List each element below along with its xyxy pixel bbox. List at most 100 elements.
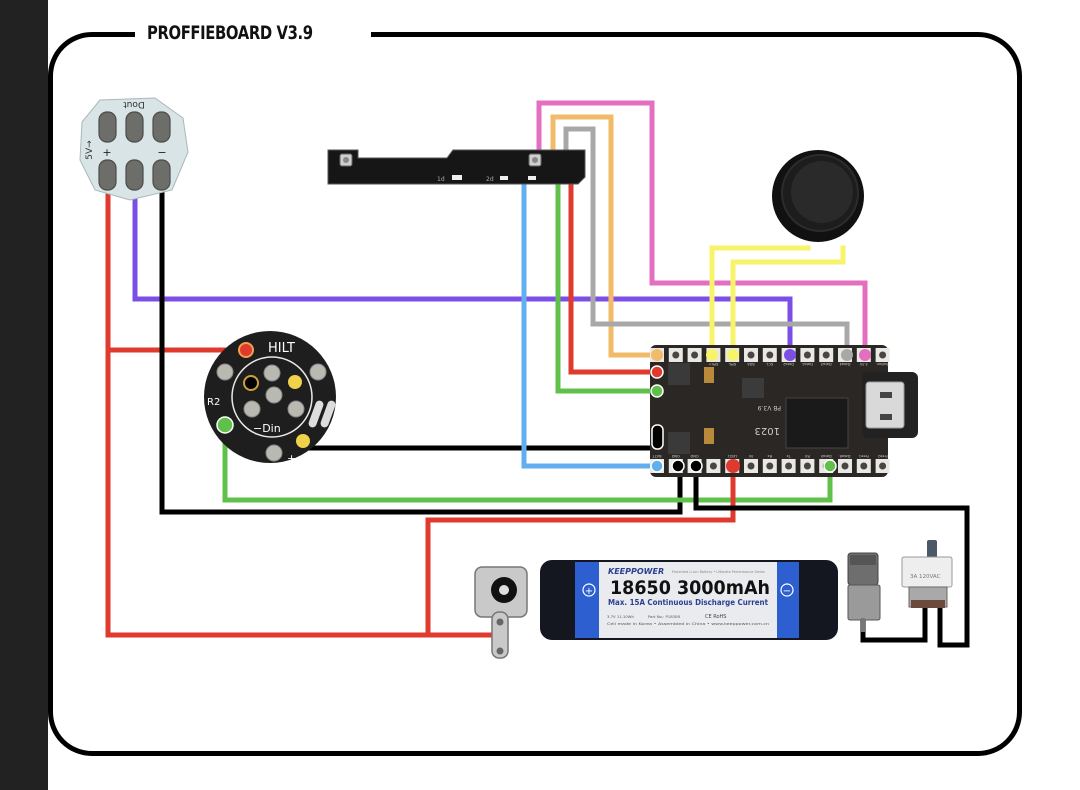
battery-capacity: 18650 3000mAh (610, 577, 770, 599)
hilt-label-plus: + (287, 452, 296, 465)
battery-label (599, 562, 777, 638)
speaker (772, 150, 864, 242)
battery-blue-band-right (775, 562, 799, 638)
kill-switch-body (847, 584, 881, 621)
mcu-chip (785, 397, 849, 449)
slide-switch-body (901, 556, 953, 588)
led-pad (125, 111, 144, 143)
slide-switch-rating: 3A 120VAC (910, 574, 941, 580)
pin-hole (709, 462, 717, 470)
hilt-plus-solder-red (238, 342, 254, 358)
battery-certs: CE RoHS (705, 614, 726, 620)
speaker-cone (791, 161, 853, 223)
hilt-led-pad (287, 400, 305, 418)
battery-plus: + (585, 586, 593, 597)
wire-speaker-yellow-1 (709, 245, 811, 355)
battery-18650: + − KEEPPOWER Protected Li-ion Battery •… (540, 560, 838, 640)
hilt-ring (231, 356, 313, 438)
recharge-port (474, 566, 528, 659)
solder-red-side (650, 365, 664, 379)
pin-label: BATT (652, 454, 662, 458)
switch-label-1: 1d (437, 176, 445, 183)
left-dark-strip (0, 0, 48, 790)
led-pad (152, 111, 171, 143)
slide-switch-terminals (911, 600, 945, 608)
pin-hole (747, 462, 755, 470)
hilt-yellow-pad (288, 375, 302, 389)
hilt-yellow-pad (296, 434, 310, 448)
hilt-led-pad (309, 363, 327, 381)
pin-hole (803, 351, 811, 359)
hilt-slot (308, 400, 324, 428)
wire-led-plus-red (105, 177, 501, 638)
led-label-dout: Dout (123, 99, 145, 109)
board-date-label: 1023 (755, 425, 780, 436)
wire-switch-pink (536, 100, 868, 355)
wire-switch-blue (521, 180, 660, 469)
solder-gray (841, 349, 853, 361)
diagram-frame (48, 32, 1022, 756)
kill-switch-clip (847, 552, 881, 632)
pin-label: GND (671, 454, 679, 458)
wire-gnd-black-2 (693, 464, 970, 648)
board-version-label: PB V3.9 (758, 404, 781, 411)
solder-black-gnd-1 (671, 459, 685, 473)
pin-label: SCL (766, 362, 773, 366)
solder-blue (650, 459, 664, 473)
usb-port (865, 381, 905, 429)
led-label-minus: − (157, 146, 166, 159)
led-pad (125, 159, 144, 191)
pin-hole (766, 351, 774, 359)
pin-hole (672, 351, 680, 359)
pin-hole (803, 462, 811, 470)
pin-label: Button (877, 362, 889, 366)
gold-pad (704, 428, 714, 444)
led-pad (98, 111, 117, 143)
solder-green-data (823, 459, 837, 473)
pin-hole (879, 351, 887, 359)
pin-hole (691, 351, 699, 359)
hilt-led-pad (265, 444, 283, 462)
solder-red-batt (726, 459, 740, 473)
power-slide-switch: 3A 120VAC (901, 540, 953, 608)
battery-part-no: Part No.: P1830R (648, 614, 680, 619)
hilt-led-pad (243, 400, 261, 418)
pin-hole (785, 462, 793, 470)
battery-minus: − (783, 586, 791, 597)
pin-label: SPK+ (708, 362, 718, 366)
switch-board: 1d 2d (327, 149, 586, 185)
wire-speaker-yellow-2 (730, 245, 846, 355)
led-label-plus: + (102, 146, 111, 159)
battery-spec: 3.7V 11.10Wh (607, 614, 634, 619)
led-connector: Dout 5V→ + − (79, 97, 189, 201)
pin-label: Tx (786, 454, 792, 458)
switch-board-pcb (327, 149, 586, 185)
battery-series: Protected Li-ion Battery • Ultimate Perf… (672, 570, 765, 574)
pin-label: SDA (747, 362, 755, 366)
wire-switch-green (555, 180, 660, 394)
wire-switch-gray (563, 126, 850, 355)
wire-hilt-din-green (222, 424, 833, 503)
hilt-led-pad (216, 363, 234, 381)
pin-label: Data5 (821, 454, 832, 458)
pin-label: LED1 (728, 454, 737, 458)
pin-label: Free1 (859, 454, 869, 458)
solder-black-gnd-2 (689, 459, 703, 473)
solder-yellow-2 (727, 349, 739, 361)
amp-chip (742, 378, 764, 398)
hilt-label: HILT (268, 341, 295, 356)
solder-pink (859, 349, 871, 361)
led-pad (152, 159, 171, 191)
pin-label: Free2 (878, 454, 888, 458)
pin-label: Data3 (821, 362, 832, 366)
kill-switch-pin (861, 618, 865, 632)
solder-yellow-1 (706, 349, 718, 361)
solder-black-side (651, 424, 664, 450)
pin-label: Data6 (839, 454, 851, 458)
pin-hole (747, 351, 755, 359)
solder-purple (784, 349, 796, 361)
wire-led-minus-black (159, 177, 683, 515)
pin-hole (860, 462, 868, 470)
